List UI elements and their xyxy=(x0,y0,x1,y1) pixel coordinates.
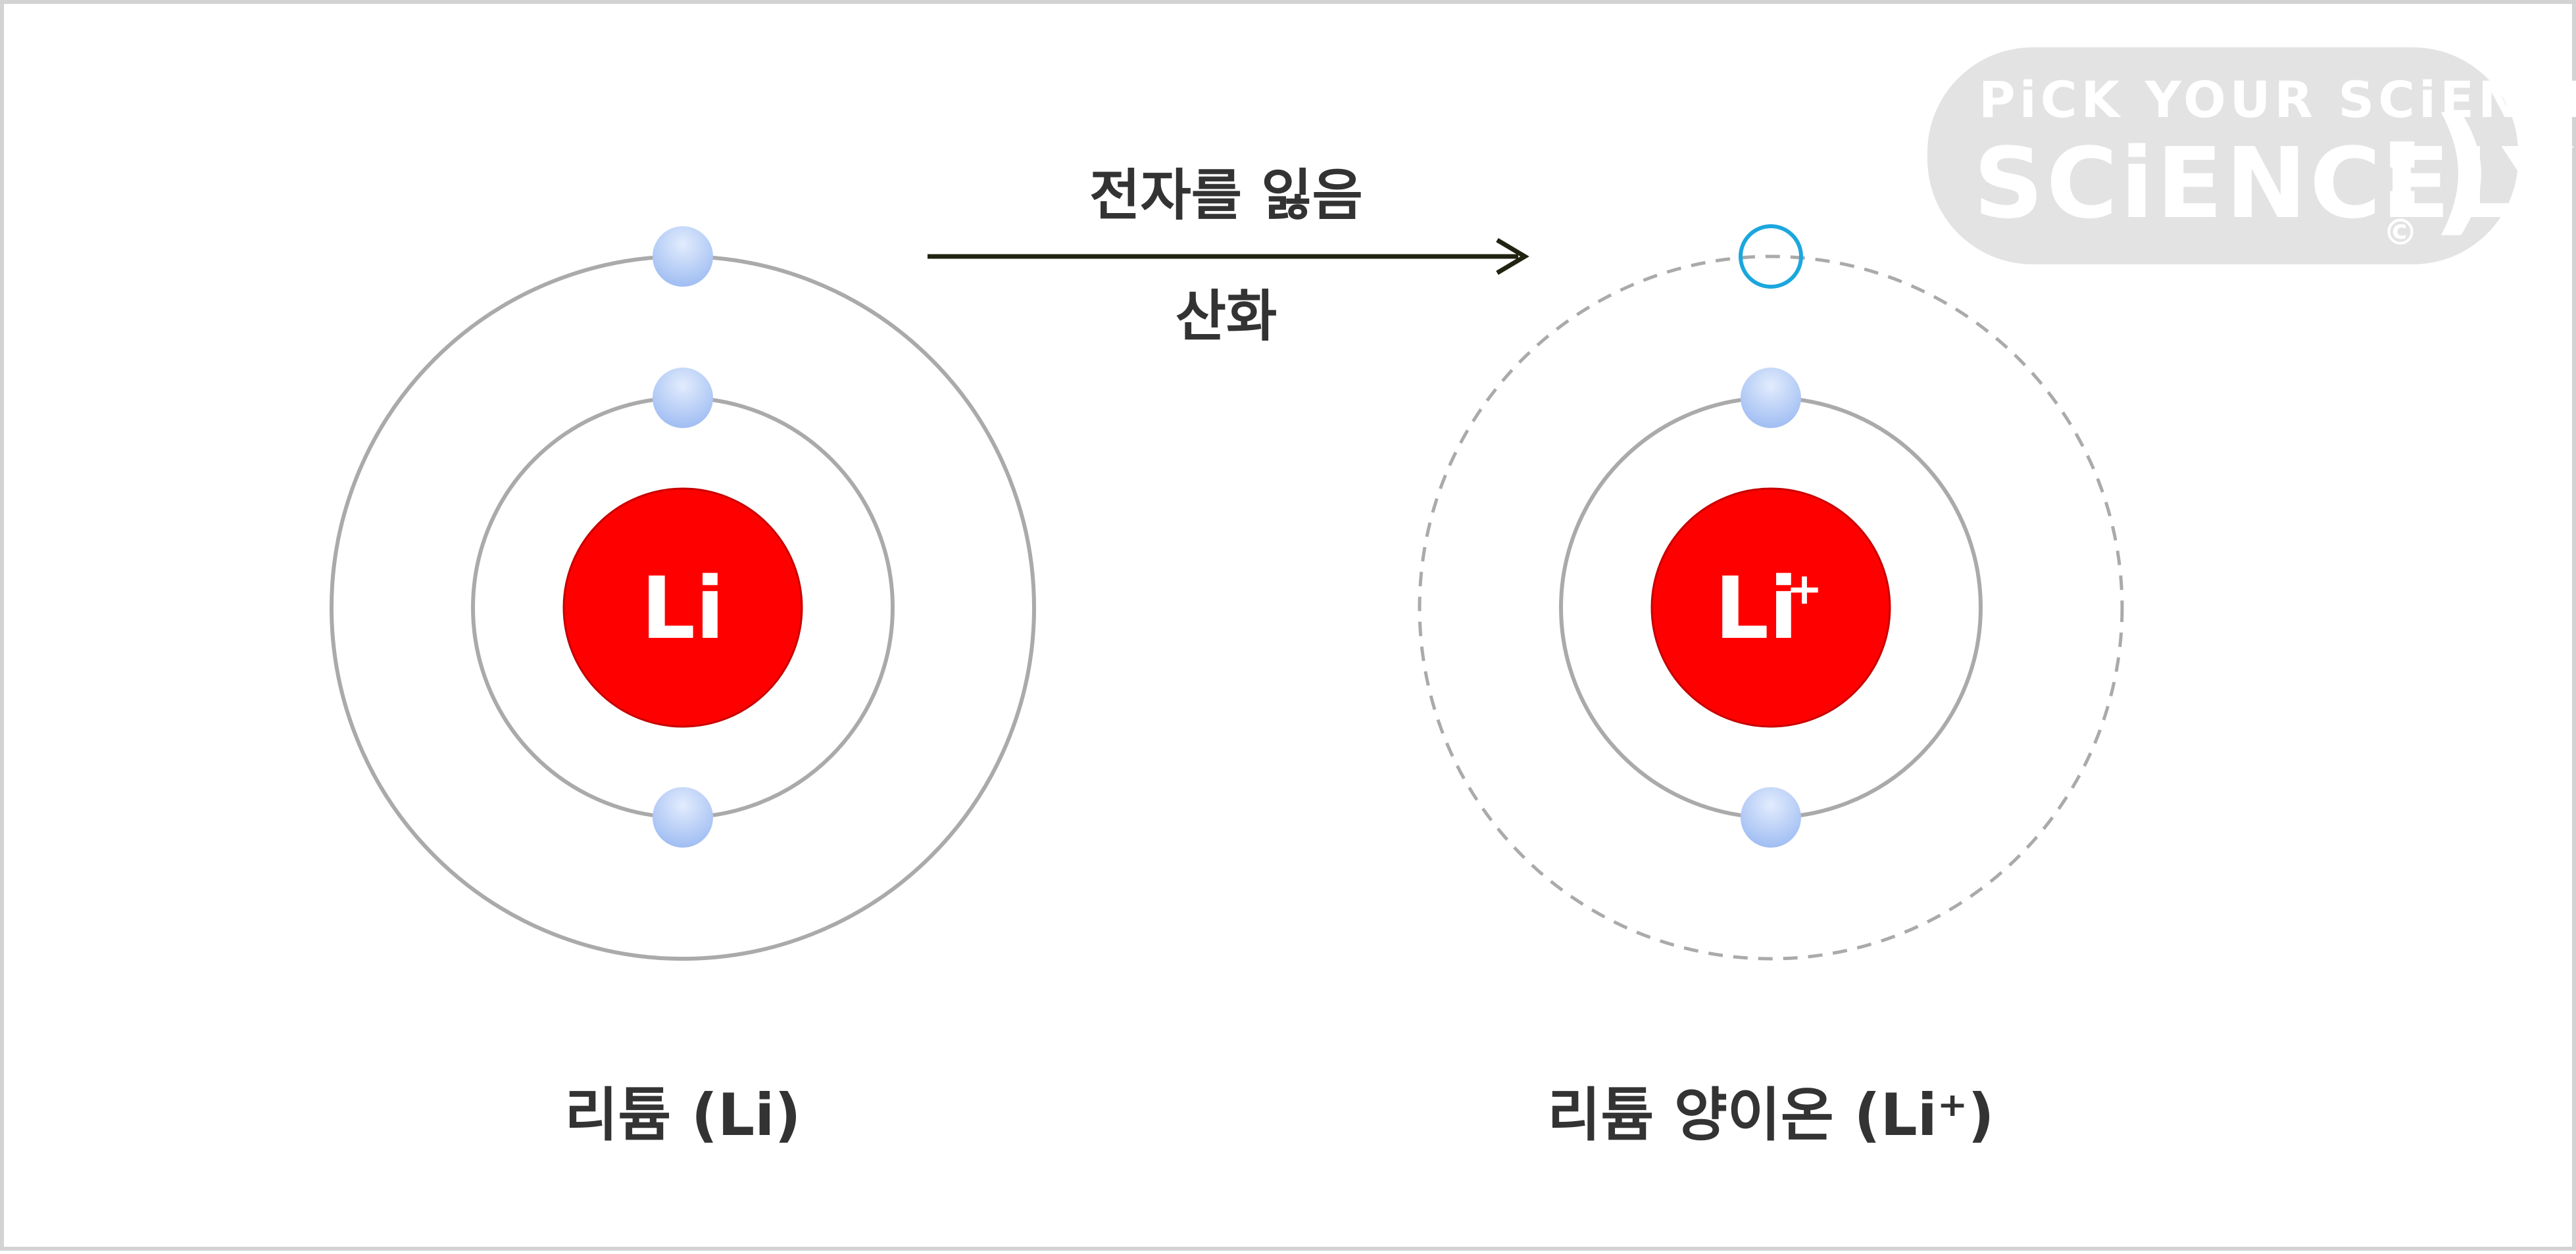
nucleus-symbol: Li xyxy=(641,558,724,658)
inner-electron-bottom xyxy=(1741,787,1801,848)
valence-electron xyxy=(653,226,713,287)
inner-electron-top xyxy=(653,368,713,428)
empty-outer-shell xyxy=(1418,254,2124,961)
nucleus-charge: + xyxy=(1786,564,1822,614)
logo-smiley: :) xyxy=(2375,89,2493,250)
process-bottom-label: 산화 xyxy=(1176,284,1277,349)
lithium-ion: Li + 리튬 양이온 (Li⁺) xyxy=(1418,224,2124,1149)
nucleus xyxy=(1650,487,1891,728)
oxidation-arrow: 전자를 잃음 산화 xyxy=(928,163,1529,349)
nucleus-symbol: Li xyxy=(1714,558,1798,658)
arrow-head xyxy=(1496,237,1529,276)
logo-copyright: © xyxy=(2383,212,2418,253)
lost-electron-marker xyxy=(1739,224,1803,289)
logo-brand: SCiENCELY xyxy=(1973,127,2575,240)
sciencely-logo: PiCK YOUR SCiENCE SCiENCELY :) © xyxy=(1927,47,2576,264)
nucleus xyxy=(562,487,803,728)
lithium-atom: Li 리튬 (Li) xyxy=(330,226,1036,1149)
inner-electron-top xyxy=(1741,368,1801,428)
logo-badge xyxy=(1927,47,2518,264)
process-top-label: 전자를 잃음 xyxy=(1089,163,1363,228)
inner-electron-bottom xyxy=(653,787,713,848)
logo-tagline: PiCK YOUR SCiENCE xyxy=(1979,70,2576,129)
atom-caption: 리튬 (Li) xyxy=(564,1081,801,1149)
ion-caption: 리튬 양이온 (Li⁺) xyxy=(1547,1081,1994,1149)
